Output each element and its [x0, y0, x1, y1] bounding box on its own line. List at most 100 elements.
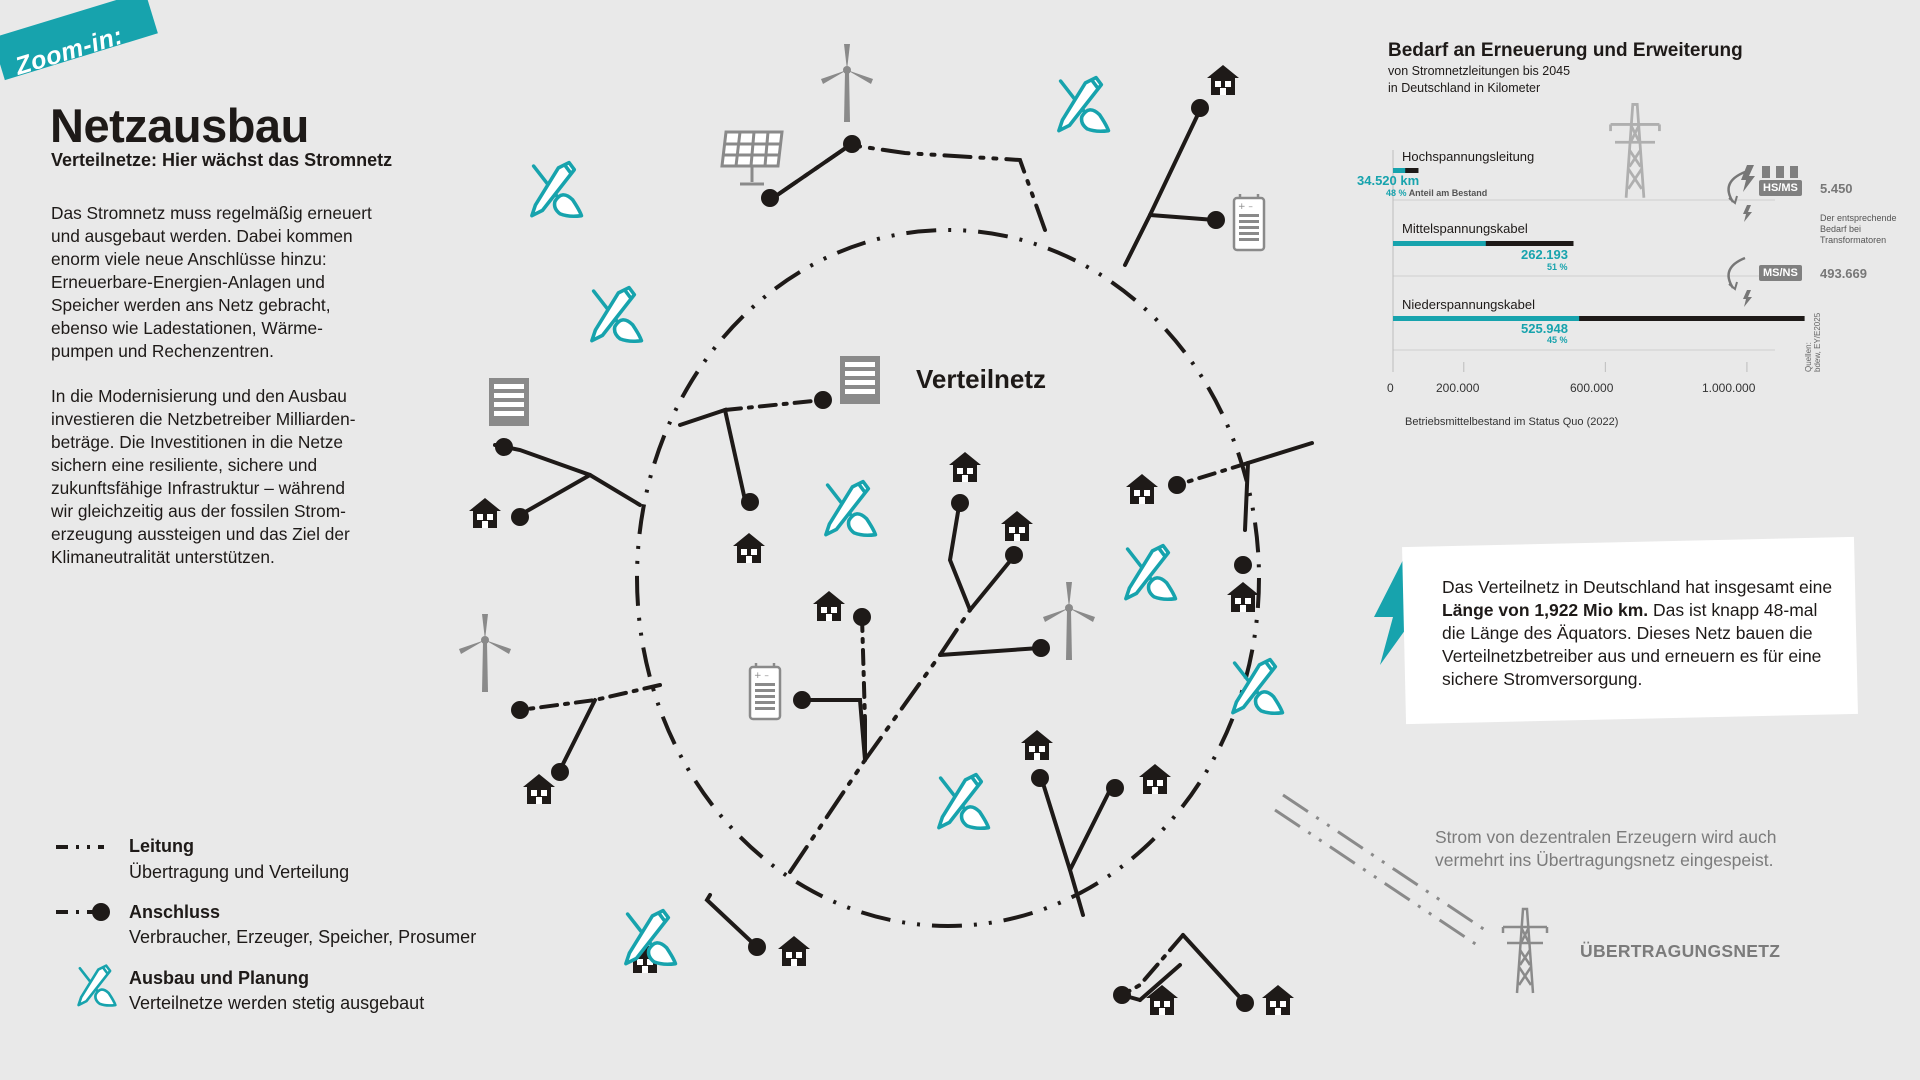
intro-text: Das Stromnetz muss regelmäßig erneuert u… — [51, 202, 411, 591]
node-in-2 — [741, 493, 759, 511]
branch-inner-lower-right-2 — [1040, 778, 1072, 872]
node-tr-house — [1191, 99, 1209, 117]
house-icon — [469, 498, 501, 528]
wind-turbine-icon — [821, 44, 873, 122]
node-r-2 — [1234, 556, 1252, 574]
branch-left-lower — [518, 683, 662, 712]
house-icon — [949, 452, 981, 482]
intro-paragraph: In die Modernisierung und den Ausbau inv… — [51, 386, 356, 567]
chart-percent-label: 45 % — [1547, 335, 1568, 345]
legend-title: Anschluss — [129, 902, 221, 922]
chart-category-label: Mittelspannungskabel — [1402, 221, 1528, 236]
legend-desc: Übertragung und Verteilung — [129, 862, 350, 882]
chart-bar-stock — [1393, 316, 1805, 321]
branch-inner-right — [938, 646, 1042, 657]
ring-line — [635, 228, 1261, 928]
transformer-arrowhead — [1728, 195, 1738, 205]
branch-br-2 — [1120, 933, 1185, 997]
chart-title: Bedarf an Erneuerung und Erweiterung — [1388, 40, 1743, 61]
node-id-3 — [1032, 639, 1050, 657]
node-top-2 — [761, 189, 779, 207]
chart-subtitle: von Stromnetzleitungen bis 2045 in Deuts… — [1388, 64, 1571, 95]
branch-lower-right — [1138, 963, 1182, 1002]
house-icon — [813, 591, 845, 621]
transformer-coil-icon — [1790, 166, 1798, 178]
info-text: Das Verteilnetz in Deutschland hat insge… — [1442, 576, 1842, 691]
legend-desc: Verteilnetze werden stetig ausgebaut — [129, 993, 425, 1013]
house-icon — [523, 774, 555, 804]
node-ilr-2 — [1106, 779, 1124, 797]
battery-icon — [1232, 192, 1266, 252]
battery-icon — [748, 661, 782, 721]
branch-bottom-left — [704, 893, 759, 949]
node-br-1 — [1113, 986, 1131, 1004]
node-tr-battery — [1207, 211, 1225, 229]
branch-top-stub — [768, 143, 852, 202]
house-icon — [778, 936, 810, 966]
branch-left-lower-2 — [558, 698, 597, 772]
chart-percent-label: 48 % Anteil am Bestand — [1386, 188, 1487, 198]
chart-bar-need — [1393, 316, 1580, 321]
chart-bar-stock — [1393, 168, 1419, 173]
icons — [459, 44, 1549, 1015]
chart-category-label: Hochspannungsleitung — [1402, 149, 1535, 164]
chart-percent-label: 51 % — [1547, 262, 1568, 272]
house-icon — [1262, 985, 1294, 1015]
info-text-part: Das ist knapp 48-mal die Länge des Äquat… — [1442, 600, 1822, 689]
branch-inner-diagonal — [788, 608, 972, 874]
branch-inner-top-split-2 — [968, 553, 1017, 612]
chart-percent-suffix: Anteil am Bestand — [1408, 188, 1488, 198]
chart-tick-label: 600.000 — [1570, 381, 1614, 395]
shovel-pencil-icon — [936, 772, 991, 831]
node-id-5 — [793, 691, 811, 709]
page-subtitle: Verteilnetze: Hier wächst das Stromnetz — [51, 150, 393, 170]
branch-top — [768, 142, 1047, 232]
chart-pylon-icon — [1609, 102, 1661, 200]
legend-title: Ausbau und Planung — [129, 968, 309, 988]
node-ll-2 — [551, 763, 569, 781]
legend-shovel-pencil-icon — [77, 964, 117, 1007]
node-id-1 — [951, 494, 969, 512]
transformer-lightning-icon — [1741, 165, 1755, 192]
chart-data-label: 525.948 — [1521, 321, 1568, 336]
branch-left-upper-2 — [518, 473, 592, 517]
shovel-pencil-icon — [623, 908, 678, 967]
solar-panel-icon — [720, 130, 784, 186]
chart-tick-label: 1.000.000 — [1702, 381, 1756, 395]
branch-battery — [1148, 213, 1217, 222]
node-in-1 — [814, 391, 832, 409]
house-icon — [1139, 764, 1171, 794]
transmission-note: Strom von dezentralen Erzeugern wird auc… — [1435, 827, 1777, 870]
wind-turbine-icon — [1043, 582, 1095, 660]
house-icon — [1001, 511, 1033, 541]
transmission-link — [1274, 793, 1486, 947]
chart-bar-need — [1393, 241, 1486, 246]
transformer-coil-icon — [1762, 166, 1770, 178]
house-icon — [1126, 474, 1158, 504]
transformer-badge: HS/MS — [1759, 180, 1802, 196]
branch-inner-left-up — [860, 615, 867, 722]
branch-inner-server-2 — [723, 398, 825, 412]
node-br-2 — [1236, 994, 1254, 1012]
branch-inner-server — [678, 407, 747, 502]
legend-desc: Verbraucher, Erzeuger, Speicher, Prosume… — [129, 927, 477, 947]
branch-right-house — [1175, 461, 1250, 487]
node-top-1 — [843, 135, 861, 153]
transformer-value: 5.450 — [1820, 181, 1853, 196]
transformer-coil-icon — [1776, 166, 1784, 178]
verteilnetz-label: Verteilnetz — [916, 364, 1047, 394]
server-icon — [489, 378, 529, 426]
node-lu-1 — [495, 438, 513, 456]
chart-data-label: 262.193 — [1521, 247, 1568, 262]
chart-axis-label: Betriebsmittelbestand im Status Quo (202… — [1405, 416, 1619, 428]
chart-percent-value: 48 % — [1386, 188, 1407, 198]
branch-inner-top-split — [947, 498, 972, 612]
transformer-note: Der entsprechende Bedarf bei Transformat… — [1820, 213, 1897, 245]
pylon-icon — [1501, 907, 1549, 995]
bar-chart — [1392, 102, 1805, 372]
chart-data-label: 34.520 km — [1357, 173, 1420, 188]
transformer-lightning-icon — [1743, 290, 1752, 307]
house-icon — [1207, 65, 1239, 95]
shovel-pencil-icon — [1123, 543, 1178, 602]
house-icon — [733, 533, 765, 563]
